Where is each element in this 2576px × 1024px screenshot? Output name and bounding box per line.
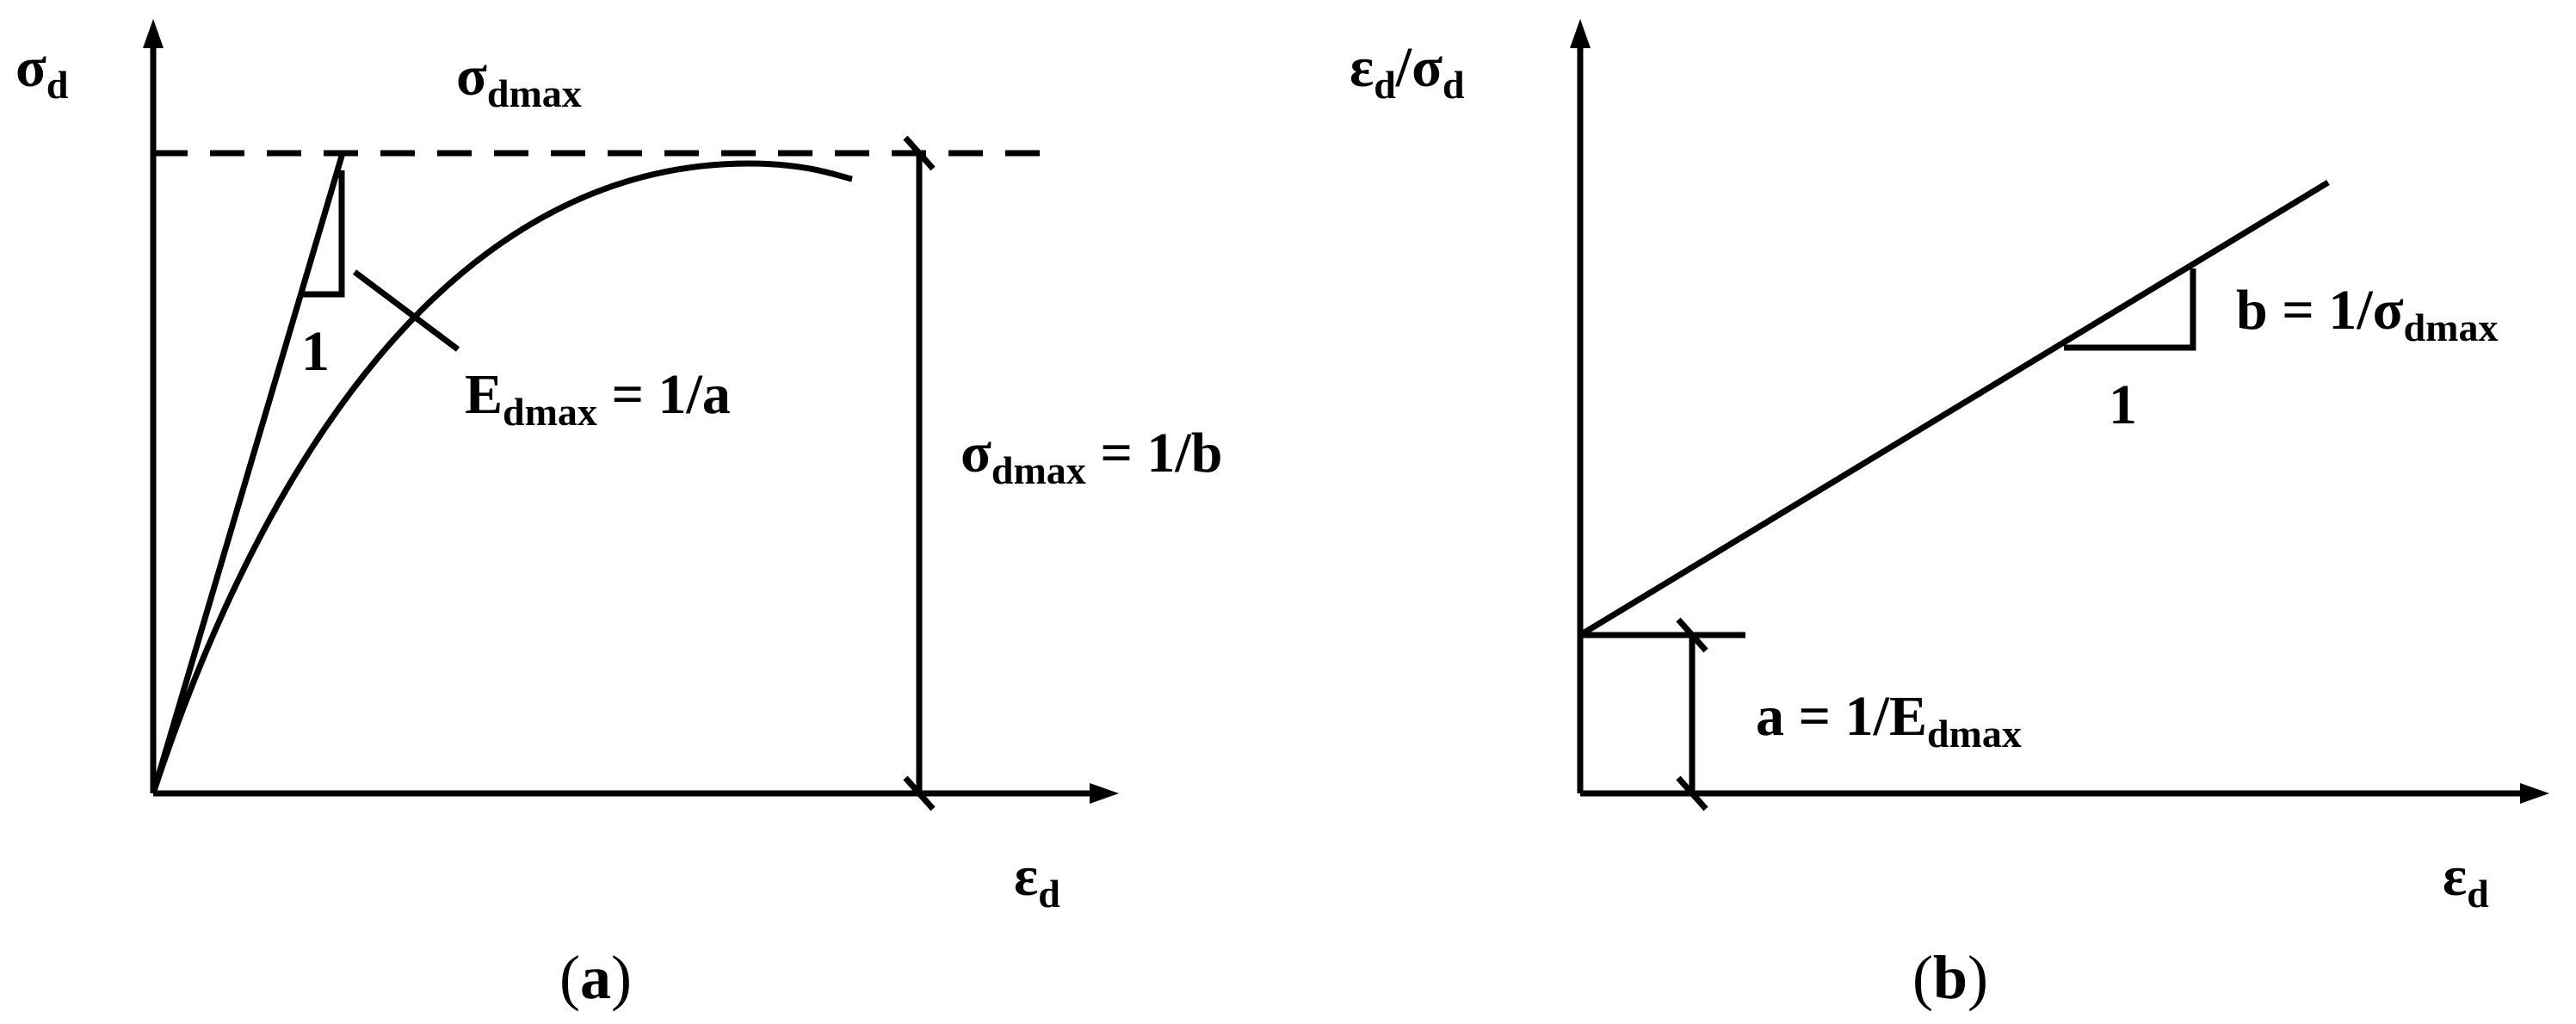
panel-b-intercept-label: a = 1/Edmax	[1756, 685, 2022, 756]
panel-b-y-axis-arrowhead	[1570, 19, 1591, 48]
panel-b-intercept-tick-bottom	[1676, 775, 1708, 811]
panel-a-x-axis-arrowhead	[1090, 783, 1119, 804]
panel-b-y-axis-label: εd/σd	[1350, 36, 1465, 107]
panel-a-max-dimension-tick-bottom	[903, 775, 936, 811]
panel-b-intercept-tick-top	[1676, 617, 1708, 653]
panel-a-max-dimension-tick-top	[903, 135, 936, 171]
panel-a-asymptote-label: σdmax	[456, 45, 582, 115]
panel-a-caption: (a)	[559, 943, 632, 1012]
panel-a-y-axis-arrowhead	[143, 19, 164, 48]
panel-a-y-axis-label: σd	[15, 36, 69, 107]
panel-a-max-stress-label: σdmax = 1/b	[961, 422, 1222, 492]
panel-a-modulus-label: Edmax = 1/a	[465, 363, 731, 434]
panel-a: σd σdmax 1 Edmax = 1/a σdmax = 1/b εd (a…	[15, 19, 1222, 1012]
panel-b-slope-triangle	[2064, 268, 2196, 351]
panel-a-x-axis-label: εd	[1014, 845, 1060, 916]
panel-a-slope-triangle	[303, 170, 345, 298]
panel-b-slope-run-label: 1	[2109, 373, 2137, 436]
panel-a-leader-line	[352, 269, 460, 352]
panel-a-slope-run-label: 1	[301, 320, 330, 383]
panel-b-slope-label: b = 1/σdmax	[2236, 279, 2498, 349]
panel-a-stress-strain-curve	[150, 160, 853, 795]
panel-b-linear-fit-line	[1578, 180, 2330, 638]
panel-b-x-axis-label: εd	[2443, 845, 2489, 916]
panel-b-caption: (b)	[1912, 943, 1988, 1012]
panel-b: εd/σd b = 1/σdmax 1 a = 1/Edmax εd (b)	[1350, 19, 2549, 1012]
panel-a-initial-tangent-line	[150, 152, 346, 794]
panel-b-x-axis-arrowhead	[2520, 783, 2549, 804]
